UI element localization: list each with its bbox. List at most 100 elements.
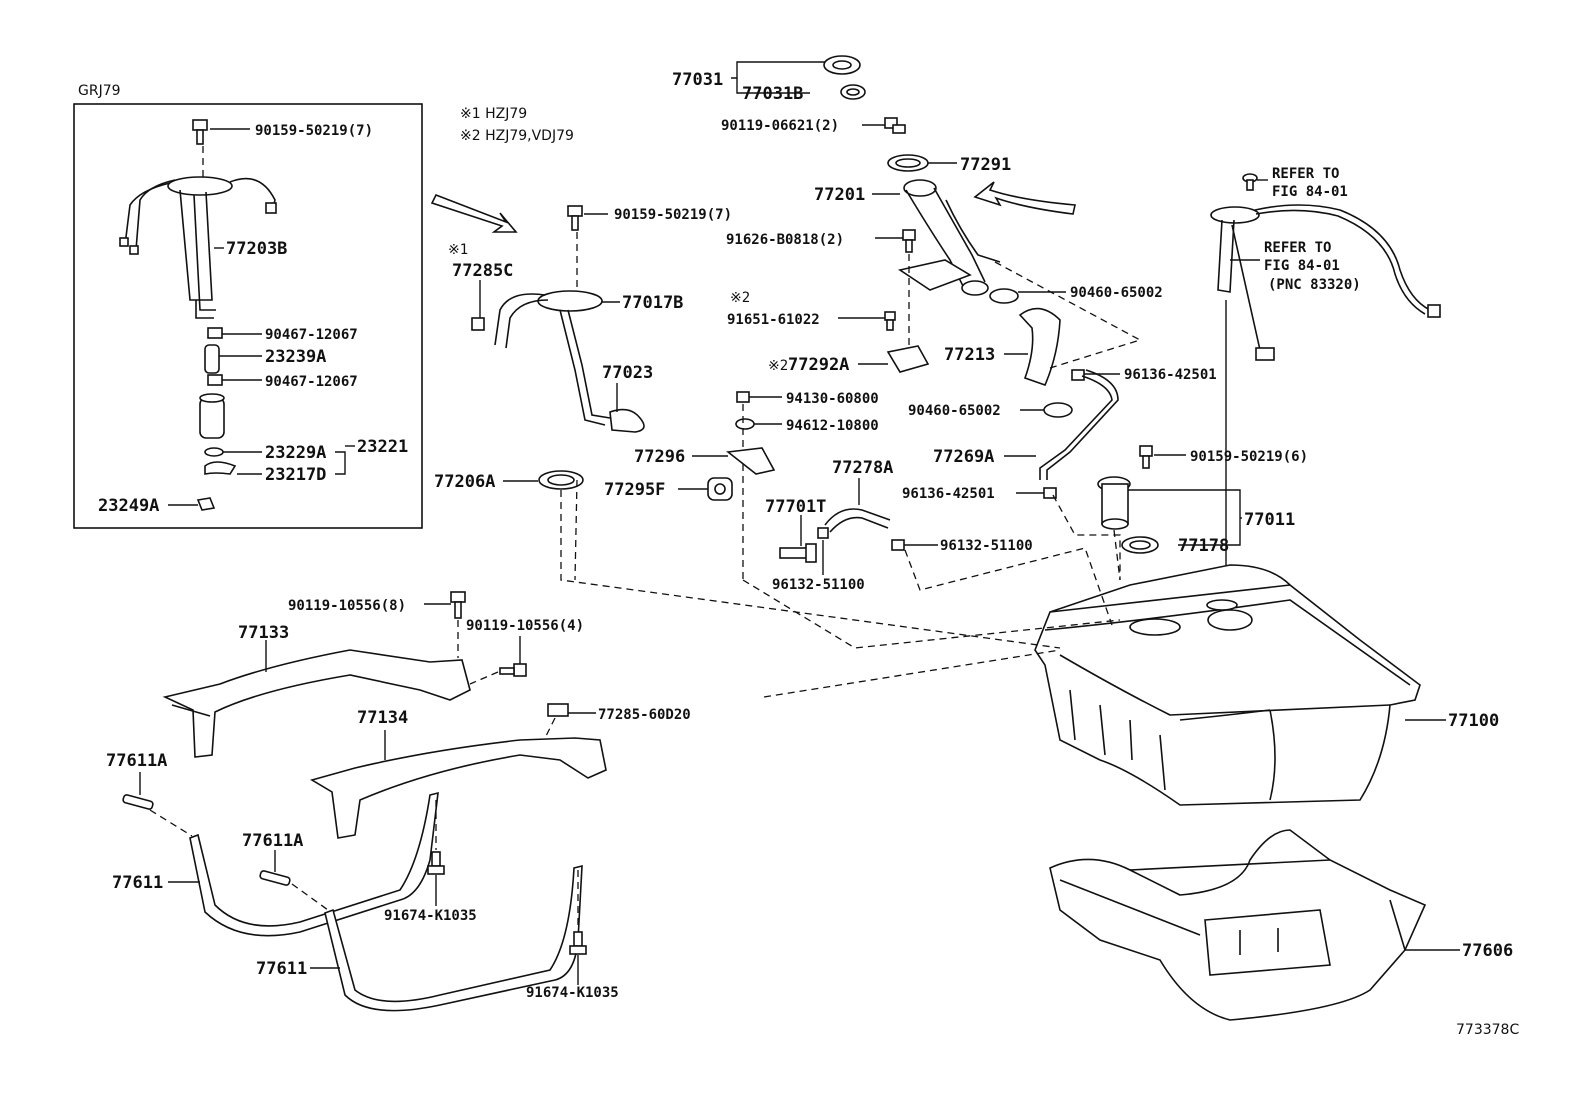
hose-23239a bbox=[204, 344, 220, 374]
hose-77278a bbox=[824, 508, 891, 533]
fuel-sender-gauge-77203b bbox=[119, 176, 277, 319]
label-90119-10556-8: 90119-10556(8) bbox=[288, 598, 406, 614]
label-94612-10800: 94612-10800 bbox=[786, 418, 879, 434]
label-90460-65002-a: 90460-65002 bbox=[1070, 285, 1163, 301]
label-91651-61022: 91651-61022 bbox=[727, 312, 820, 328]
label-23217d: 23217D bbox=[265, 465, 326, 485]
label-77023: 77023 bbox=[602, 363, 653, 383]
gasket-77206a bbox=[538, 470, 584, 490]
label-pnc-83320: (PNC 83320) bbox=[1268, 277, 1361, 293]
breather-tube-77269a bbox=[1039, 369, 1119, 480]
label-23221: 23221 bbox=[357, 437, 408, 457]
fuel-pump-23221 bbox=[199, 393, 225, 439]
inset-frame bbox=[73, 103, 423, 529]
bolt-90119-10556-4 bbox=[499, 663, 527, 677]
clip-23249a bbox=[196, 497, 216, 511]
label-77206a: 77206A bbox=[434, 472, 495, 492]
label-90119-10556-4: 90119-10556(4) bbox=[466, 618, 584, 634]
bolt-91674-k1035-b bbox=[569, 931, 587, 955]
fuel-suction-tube-77011 bbox=[1097, 476, 1131, 530]
hose-clamp-90460-a bbox=[989, 288, 1019, 304]
label-77203b: 77203B bbox=[226, 239, 287, 259]
label-77100: 77100 bbox=[1448, 711, 1499, 731]
label-90467-12067-b: 90467-12067 bbox=[265, 374, 358, 390]
grj79-inset: GRJ79 bbox=[73, 83, 423, 529]
fuel-sender-gauge-77017b bbox=[494, 290, 645, 433]
label-77611a-a: 77611A bbox=[106, 751, 167, 771]
tank-protector-77606 bbox=[1049, 829, 1427, 1021]
label-77269a: 77269A bbox=[933, 447, 994, 467]
label-96136-42501-b: 96136-42501 bbox=[902, 486, 995, 502]
hose-clamp-90460-b bbox=[1043, 402, 1073, 418]
strainer-23217d bbox=[204, 461, 237, 475]
note-hzj79: ※1 HZJ79 bbox=[460, 106, 527, 122]
cushion-77295f bbox=[707, 477, 733, 501]
label-77295f: 77295F bbox=[604, 480, 665, 500]
label-77213: 77213 bbox=[944, 345, 995, 365]
label-77606: 77606 bbox=[1462, 941, 1513, 961]
bracket-77133 bbox=[162, 649, 471, 758]
label-90159-50219-7-inset: 90159-50219(7) bbox=[255, 123, 373, 139]
pin-77611a-a bbox=[122, 794, 154, 810]
bolt-90119-06621 bbox=[884, 117, 906, 134]
label-91674-k1035-b: 91674-K1035 bbox=[526, 985, 619, 1001]
filter-23229a bbox=[204, 447, 224, 457]
cap-gasket-77031 bbox=[823, 55, 861, 75]
valve-77701t bbox=[779, 543, 817, 563]
label-77701t: 77701T bbox=[765, 497, 826, 517]
label-90159-50219-7-center: 90159-50219(7) bbox=[614, 207, 732, 223]
label-77296: 77296 bbox=[634, 447, 685, 467]
clip-77285c bbox=[471, 317, 485, 331]
washer-94612-10800 bbox=[735, 418, 755, 430]
inset-title: GRJ79 bbox=[78, 83, 121, 99]
figure-code: 773378C bbox=[1456, 1022, 1519, 1038]
bracket-77134 bbox=[309, 737, 607, 839]
label-77031: 77031 bbox=[672, 70, 723, 90]
label-23229a: 23229A bbox=[265, 443, 326, 463]
label-94130-60800: 94130-60800 bbox=[786, 391, 879, 407]
label-77292a: 77292A bbox=[788, 355, 849, 375]
mark-note2-a: ※2 bbox=[730, 290, 750, 306]
fuel-tank-band-77611-b bbox=[324, 864, 583, 1012]
bolt-90159-center bbox=[567, 205, 583, 231]
label-96136-42501-a: 96136-42501 bbox=[1124, 367, 1217, 383]
direction-arrow-left bbox=[430, 193, 518, 233]
fuel-pump-gauge-refer bbox=[1210, 204, 1441, 361]
bracket-77292a bbox=[886, 345, 930, 373]
mark-note1: ※1 bbox=[448, 242, 468, 258]
label-90467-12067-a: 90467-12067 bbox=[265, 327, 358, 343]
bolt-90159-50219-6 bbox=[1139, 445, 1153, 469]
label-91626-b0818: 91626-B0818(2) bbox=[726, 232, 844, 248]
gasket-77178 bbox=[1121, 536, 1159, 554]
label-90460-65002-b: 90460-65002 bbox=[908, 403, 1001, 419]
label-77201: 77201 bbox=[814, 185, 865, 205]
label-23239a: 23239A bbox=[265, 347, 326, 367]
note-hzj79-vdj79: ※2 HZJ79,VDJ79 bbox=[460, 128, 574, 144]
filler-pipe-77201 bbox=[897, 179, 1001, 296]
bolt-91651-61022 bbox=[884, 311, 896, 331]
bolt-90159-top-left bbox=[192, 119, 208, 145]
label-refer-to-b: REFER TO bbox=[1264, 240, 1331, 256]
direction-arrow-right bbox=[973, 181, 1076, 215]
pin-77611a-b bbox=[259, 870, 291, 886]
label-91674-k1035-a: 91674-K1035 bbox=[384, 908, 477, 924]
screw-refer-top bbox=[1242, 173, 1258, 191]
label-90119-06621: 90119-06621(2) bbox=[721, 118, 839, 134]
label-refer-to-a: REFER TO bbox=[1272, 166, 1339, 182]
label-77011: 77011 bbox=[1244, 510, 1295, 530]
label-77291: 77291 bbox=[960, 155, 1011, 175]
label-77133: 77133 bbox=[238, 623, 289, 643]
label-77611-b: 77611 bbox=[256, 959, 307, 979]
label-77285-60d20: 77285-60D20 bbox=[598, 707, 691, 723]
label-fig-84-01-a: FIG 84-01 bbox=[1272, 184, 1348, 200]
nut-94130-60800 bbox=[736, 391, 750, 403]
label-96132-51100-b: 96132-51100 bbox=[772, 577, 865, 593]
clamp-90467-a bbox=[207, 327, 223, 339]
label-77278a: 77278A bbox=[832, 458, 893, 478]
mark-note2-b: ※2 bbox=[768, 358, 788, 374]
label-77031b: 77031B bbox=[742, 84, 803, 104]
clip-96132-51100-b bbox=[891, 539, 905, 551]
label-96132-51100-a: 96132-51100 bbox=[940, 538, 1033, 554]
label-77134: 77134 bbox=[357, 708, 408, 728]
clip-77285-60d20 bbox=[547, 703, 569, 717]
